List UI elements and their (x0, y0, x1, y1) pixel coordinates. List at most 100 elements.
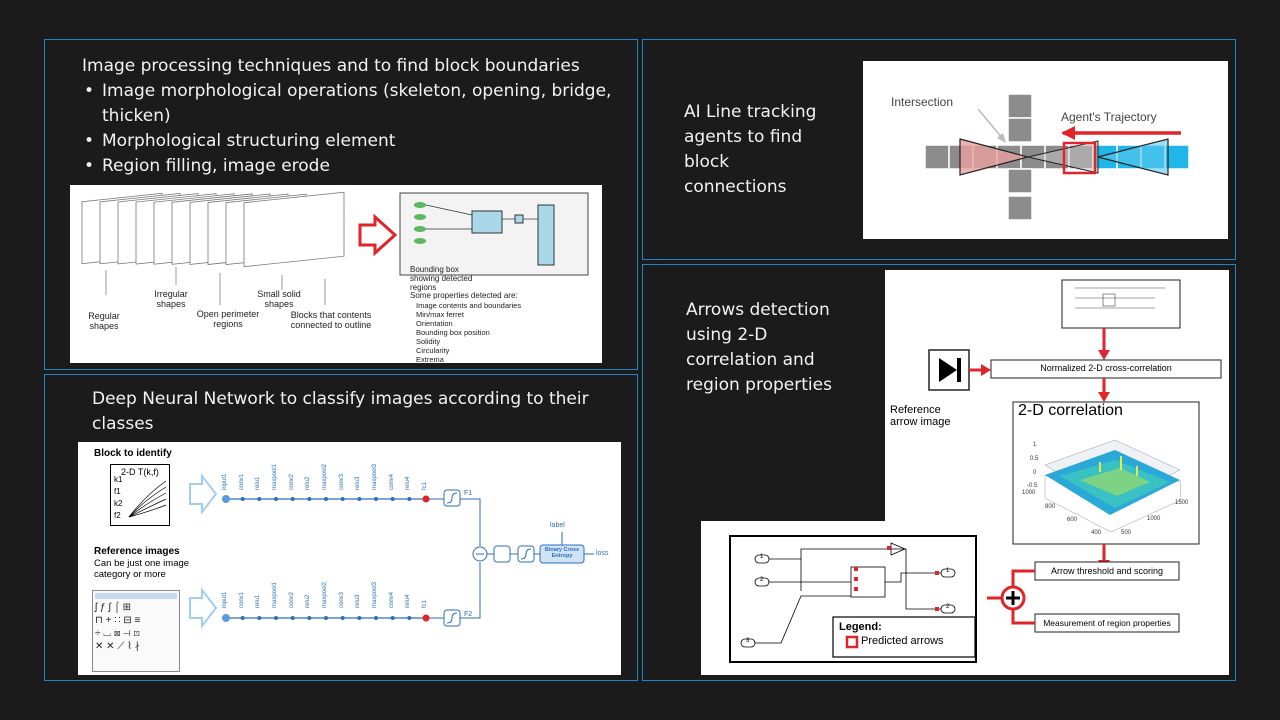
layer-node (407, 616, 412, 620)
layer-node (290, 616, 295, 620)
block-to-identify: 2-D T(k,f) (110, 464, 170, 526)
loss-output: loss (596, 550, 609, 557)
layer-label: conv2 (288, 591, 295, 608)
layer-node (324, 616, 328, 620)
label-bbox-caption: Bounding box showing detected regions (410, 265, 473, 292)
normalized-correlation-label: Normalized 2-D cross-correlation (1040, 363, 1172, 373)
panel1-bullet-1: Image morphological operations (skeleton… (84, 79, 622, 129)
layer-label: maxpool3 (372, 463, 378, 490)
trajectory-label: Agent's Trajectory (1061, 110, 1157, 124)
layer-node (307, 616, 312, 620)
layer-label: relu2 (305, 476, 312, 490)
layer-node (274, 497, 278, 501)
layer-label: conv4 (388, 473, 395, 490)
panel2-text: AI Line tracking agents to find block co… (684, 102, 817, 197)
port-k1: k1 (114, 475, 123, 484)
legend-item: Predicted arrows (861, 635, 944, 647)
layer-node (257, 497, 262, 501)
layer-label: relu3 (355, 594, 362, 608)
prop-item: Image contents and boundaries (416, 301, 522, 310)
ref-images-thumbnail: ʃ ƒ ∫ ⌠ ⊞⊓ + ∷ ⊟ ≡÷ ⌴ ⊠ ⊣ ⊡✕ ✕ ⟋ ⌇ ∤ (92, 590, 180, 672)
z-tick: 0.5 (1030, 456, 1039, 462)
y-tick: 1000 (1147, 516, 1161, 522)
block-title: Block to identify (94, 448, 172, 459)
network-pipeline (189, 473, 594, 629)
layer-node (290, 497, 295, 501)
prop-item: Orientation (416, 319, 453, 328)
panel-image-processing (44, 39, 638, 370)
layer-label: relu4 (405, 476, 412, 490)
layer-node (357, 616, 362, 620)
panel-line-tracking (642, 39, 1236, 260)
bce-block: Binary Cross Entropy (544, 547, 580, 559)
dnn-figure: Block to identify 2-D T(k,f) k1 f1 k2 f2… (78, 442, 621, 675)
layer-label: relu1 (255, 476, 262, 490)
layer-node (357, 497, 362, 501)
prop-item: Circularity (416, 346, 450, 355)
layer-node (390, 616, 395, 620)
layer-label: relu4 (405, 594, 412, 608)
layer-node (374, 616, 378, 620)
x-tick: 400 (1091, 530, 1102, 536)
layer-node (324, 497, 328, 501)
normalized-correlation-box (990, 359, 1222, 379)
label-open-perimeter: Open perimeter regions (196, 309, 260, 329)
port-k2: k2 (114, 499, 123, 508)
z-tick: 0 (1033, 470, 1037, 476)
x-tick: 600 (1067, 517, 1078, 523)
measurement-label: Measurement of region properties (1043, 618, 1171, 628)
layer-label: maxpool2 (322, 463, 328, 490)
props-list: Image contents and boundaries Min/max fe… (416, 301, 596, 363)
ref-images-sub: Can be just one image category or more (94, 558, 190, 580)
layer-node (390, 497, 395, 501)
f2-label: F2 (464, 611, 473, 618)
y-tick: 500 (1121, 530, 1132, 536)
layer-node (374, 497, 378, 501)
arrow-detection-diagram (928, 279, 1222, 633)
layer-label: conv3 (338, 591, 345, 608)
layer-label: conv3 (338, 473, 345, 490)
layer-node (274, 616, 278, 620)
reference-arrow-label: Reference arrow image (890, 404, 951, 428)
panel3-heading: Deep Neural Network to classify images a… (92, 389, 589, 434)
port-label: 2 (946, 604, 950, 610)
panel1-bullet-2: Morphological structuring element (84, 129, 622, 154)
panel-dnn (44, 374, 638, 681)
circuit-thumbnail (1061, 279, 1181, 329)
legend-title: Legend: (839, 621, 882, 633)
label-small-solid: Small solid shapes (257, 289, 301, 309)
f1-label: F1 (464, 490, 473, 497)
label-blocks-connected: Blocks that contents connected to outlin… (290, 310, 372, 330)
port-label: 1 (946, 568, 950, 574)
label-irregular-shapes: Irregular shapes (154, 289, 188, 309)
props-title: Some properties detected are: (410, 291, 518, 300)
layer-node (340, 616, 345, 620)
prop-item: Extrema (416, 355, 444, 363)
port-f2: f2 (114, 511, 121, 520)
panel1-text: Image processing techniques and to find … (82, 54, 622, 179)
layer-label: maxpool3 (372, 581, 378, 608)
layer-label: relu1 (255, 594, 262, 608)
port-label: 1 (760, 554, 764, 560)
simulink-model-frame (729, 535, 977, 663)
predicted-arrow-swatch (845, 635, 859, 649)
layer-label: conv4 (388, 591, 395, 608)
prop-item: Min/max ferret (416, 310, 464, 319)
x-tick: 1000 (1022, 490, 1036, 496)
port-f1: f1 (114, 487, 121, 496)
arrow-detection-figure: Normalized 2-D cross-correlation Referen… (885, 270, 1229, 675)
arrow-right-icon (358, 213, 398, 257)
port-label: 2 (760, 577, 764, 583)
intersection-label: Intersection (891, 95, 954, 109)
layer-node (307, 497, 312, 501)
intersection-diagram (924, 93, 1190, 221)
threshold-label: Arrow threshold and scoring (1050, 566, 1164, 576)
predicted-arrows-figure: 1 2 3 1 2 Legend: Predicted arrows (701, 521, 987, 675)
layer-label: input1 (222, 473, 228, 490)
layer-label: fc1 (422, 481, 428, 490)
simulink-model (740, 542, 976, 658)
layer-node (240, 497, 245, 501)
label-regular-shapes: Regular shapes (88, 311, 120, 331)
layer-node (340, 497, 345, 501)
layer-label: maxpool1 (272, 463, 278, 490)
